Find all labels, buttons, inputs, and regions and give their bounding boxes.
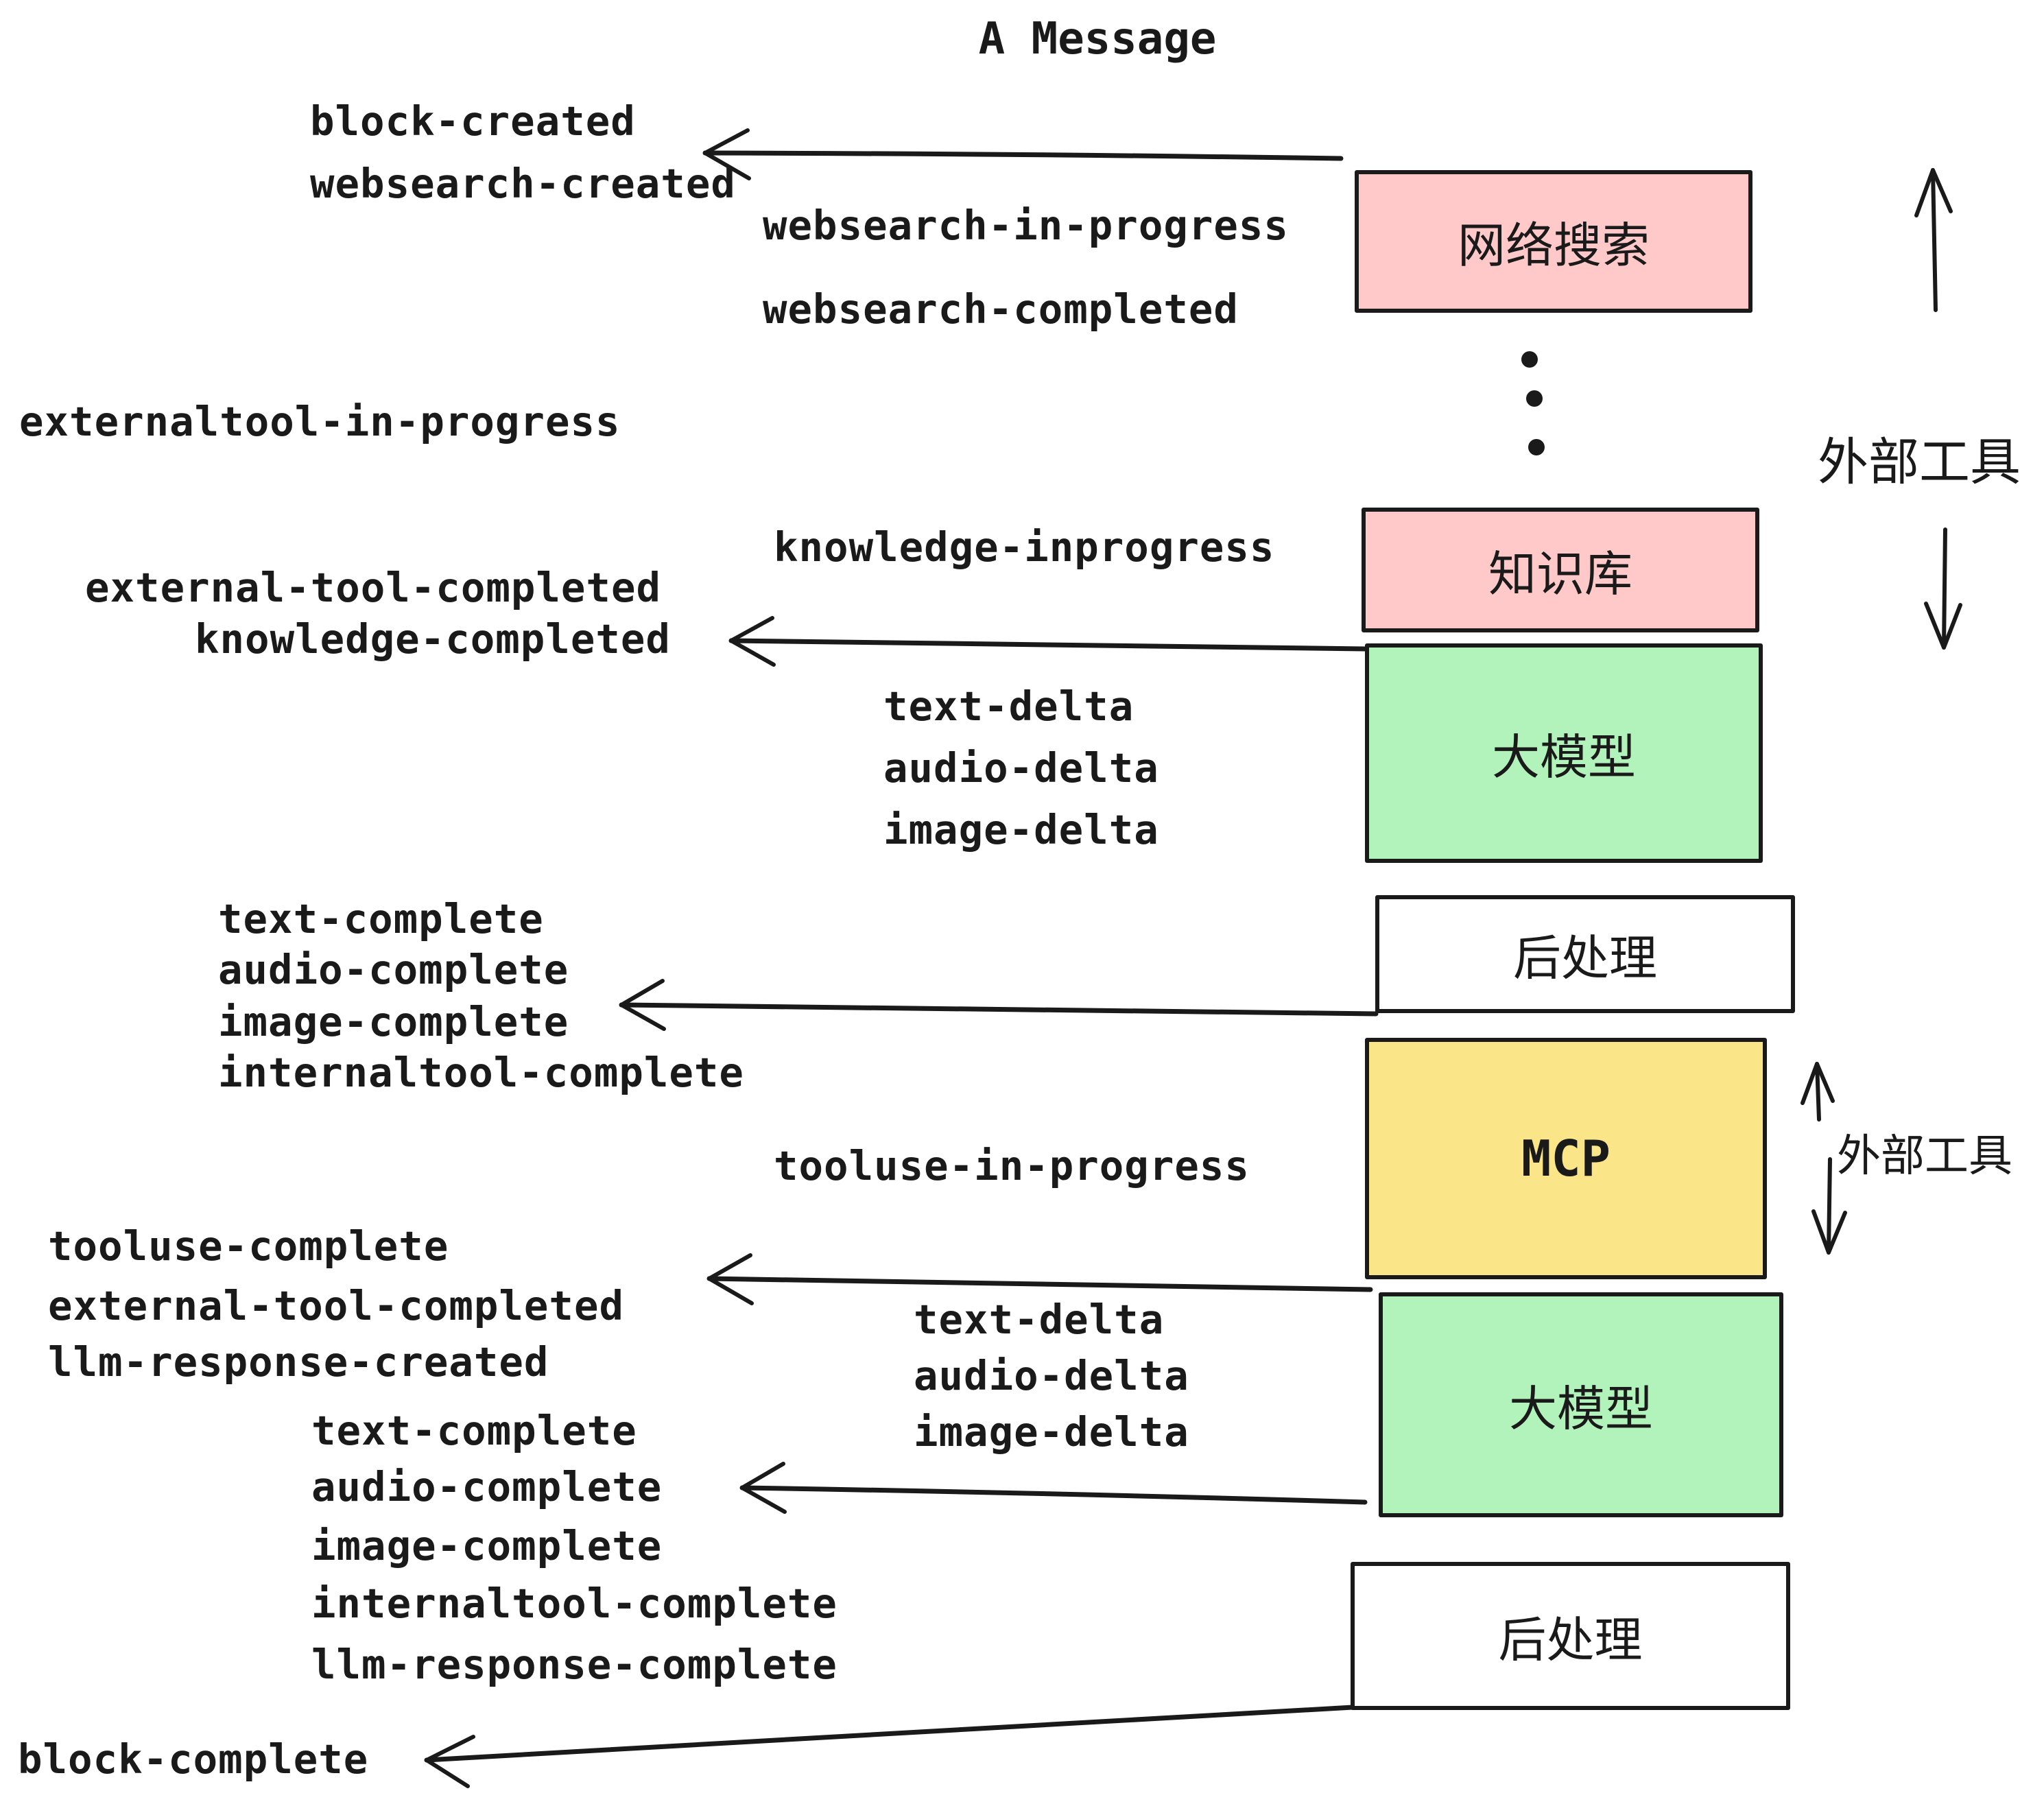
arrow-llm2-to-complete [739, 1462, 1368, 1514]
llm-box-1: 大模型 [1365, 643, 1763, 863]
event-websearch-in-progress: websearch-in-progress [763, 202, 1289, 249]
mcp-box-label: MCP [1521, 1130, 1611, 1187]
arrow-websearch-to-created [702, 128, 1344, 180]
event-block-created: block-created [310, 97, 636, 145]
postprocess-box-1: 后处理 [1375, 895, 1795, 1013]
event-llm-response-complete: llm-response-complete [311, 1641, 837, 1688]
event-text-delta-2: text-delta [914, 1296, 1165, 1343]
event-image-complete-1: image-complete [218, 998, 569, 1045]
event-external-tool-completed-1: external-tool-completed [85, 564, 661, 611]
external-tools-arrow-down-top [1924, 527, 1962, 650]
knowledge-box: 知识库 [1362, 508, 1759, 632]
arrow-postprocess2-to-block-complete [424, 1705, 1355, 1788]
event-image-delta-2: image-delta [914, 1408, 1189, 1456]
external-tools-arrow-up-bottom [1801, 1062, 1835, 1121]
event-block-complete: block-complete [18, 1735, 369, 1783]
llm-box-2-label: 大模型 [1509, 1381, 1653, 1436]
event-audio-delta-1: audio-delta [883, 744, 1159, 792]
event-text-delta-1: text-delta [883, 683, 1134, 730]
llm-box-1-label: 大模型 [1492, 730, 1636, 784]
event-audio-complete-1: audio-complete [218, 946, 569, 993]
llm-box-2: 大模型 [1379, 1292, 1783, 1517]
event-internaltool-complete-1: internaltool-complete [218, 1049, 744, 1096]
ellipsis-dots [1521, 351, 1545, 455]
event-externaltool-in-progress: externaltool-in-progress [19, 398, 621, 445]
knowledge-box-label: 知识库 [1488, 547, 1632, 601]
event-image-delta-1: image-delta [883, 806, 1159, 853]
event-llm-response-created: llm-response-created [48, 1338, 549, 1386]
event-text-complete-1: text-complete [218, 895, 544, 942]
websearch-box: 网络搜索 [1355, 170, 1752, 313]
event-knowledge-completed: knowledge-completed [195, 615, 671, 663]
event-internaltool-complete-2: internaltool-complete [311, 1580, 837, 1627]
event-image-complete-2: image-complete [311, 1522, 663, 1569]
event-audio-complete-2: audio-complete [311, 1463, 663, 1510]
arrow-knowledge-to-completed [728, 616, 1368, 667]
event-external-tool-completed-2: external-tool-completed [48, 1282, 624, 1329]
external-tools-label-bottom: 外部工具 [1837, 1131, 2012, 1180]
event-knowledge-inprogress: knowledge-inprogress [774, 523, 1275, 571]
event-audio-delta-2: audio-delta [914, 1352, 1189, 1399]
websearch-box-label: 网络搜索 [1458, 218, 1650, 272]
event-text-complete-2: text-complete [311, 1407, 637, 1454]
event-tooluse-complete: tooluse-complete [48, 1222, 449, 1270]
event-websearch-created: websearch-created [310, 160, 736, 207]
postprocess-box-2: 后处理 [1351, 1562, 1790, 1710]
mcp-box: MCP [1365, 1038, 1767, 1279]
diagram-title: A Message [978, 14, 1217, 64]
external-tools-arrow-up-top [1914, 168, 1953, 312]
arrow-postprocess1-to-complete [619, 979, 1379, 1031]
event-tooluse-in-progress: tooluse-in-progress [774, 1142, 1250, 1189]
external-tools-label-top: 外部工具 [1818, 434, 2021, 490]
postprocess-box-1-label: 后处理 [1513, 931, 1657, 985]
postprocess-box-2-label: 后处理 [1498, 1613, 1643, 1667]
event-websearch-completed: websearch-completed [763, 285, 1239, 333]
